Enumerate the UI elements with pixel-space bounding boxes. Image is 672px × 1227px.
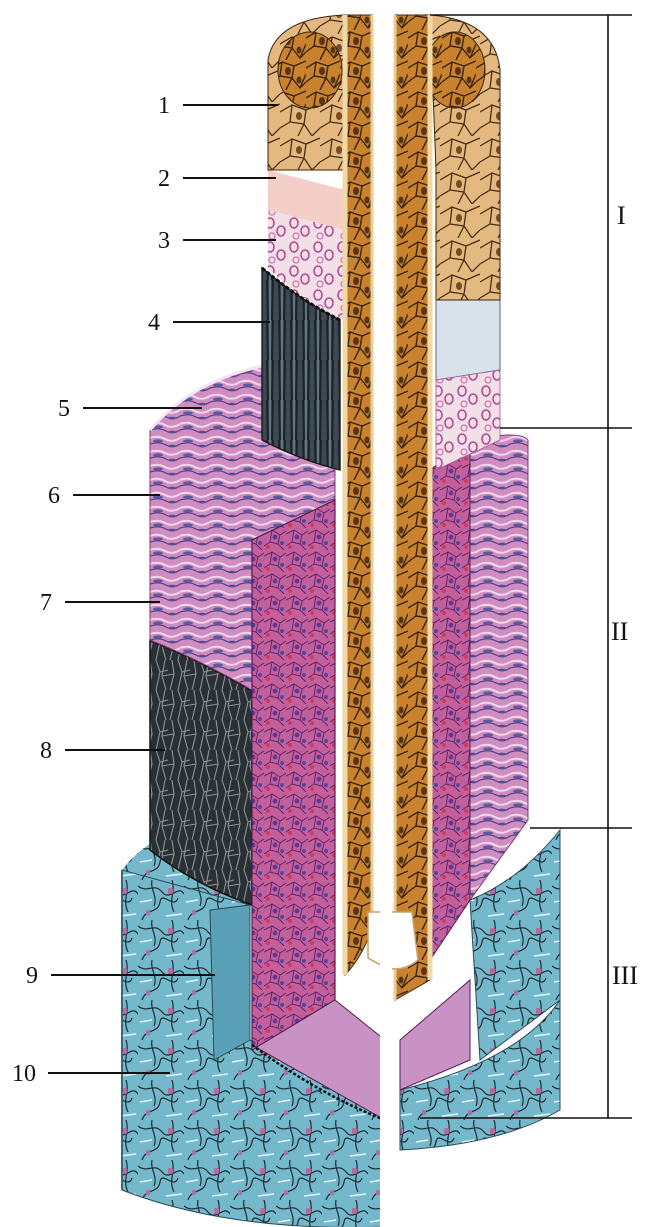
- region-label-I: I: [617, 201, 626, 230]
- callout-6: 6: [48, 483, 160, 509]
- callout-label: 10: [12, 1061, 36, 1087]
- region-label-III: III: [612, 961, 638, 990]
- callout-label: 9: [26, 963, 38, 989]
- callout-4: 4: [148, 310, 270, 336]
- callout-1: 1: [158, 93, 278, 119]
- callout-label: 2: [158, 166, 170, 192]
- callout-3: 3: [158, 228, 276, 254]
- callout-label: 7: [40, 590, 52, 616]
- callout-label: 4: [148, 310, 160, 336]
- cut-wall-right: [395, 15, 430, 1000]
- callout-7: 7: [40, 590, 160, 616]
- region-label-II: II: [611, 617, 628, 646]
- callout-label: 5: [58, 396, 70, 422]
- callout-label: 3: [158, 228, 170, 254]
- callout-label: 1: [158, 93, 170, 119]
- callout-label: 8: [40, 738, 52, 764]
- cut-wall-left: [345, 15, 372, 975]
- callout-label: 6: [48, 483, 60, 509]
- callout-8: 8: [40, 738, 165, 764]
- callout-2: 2: [158, 166, 276, 192]
